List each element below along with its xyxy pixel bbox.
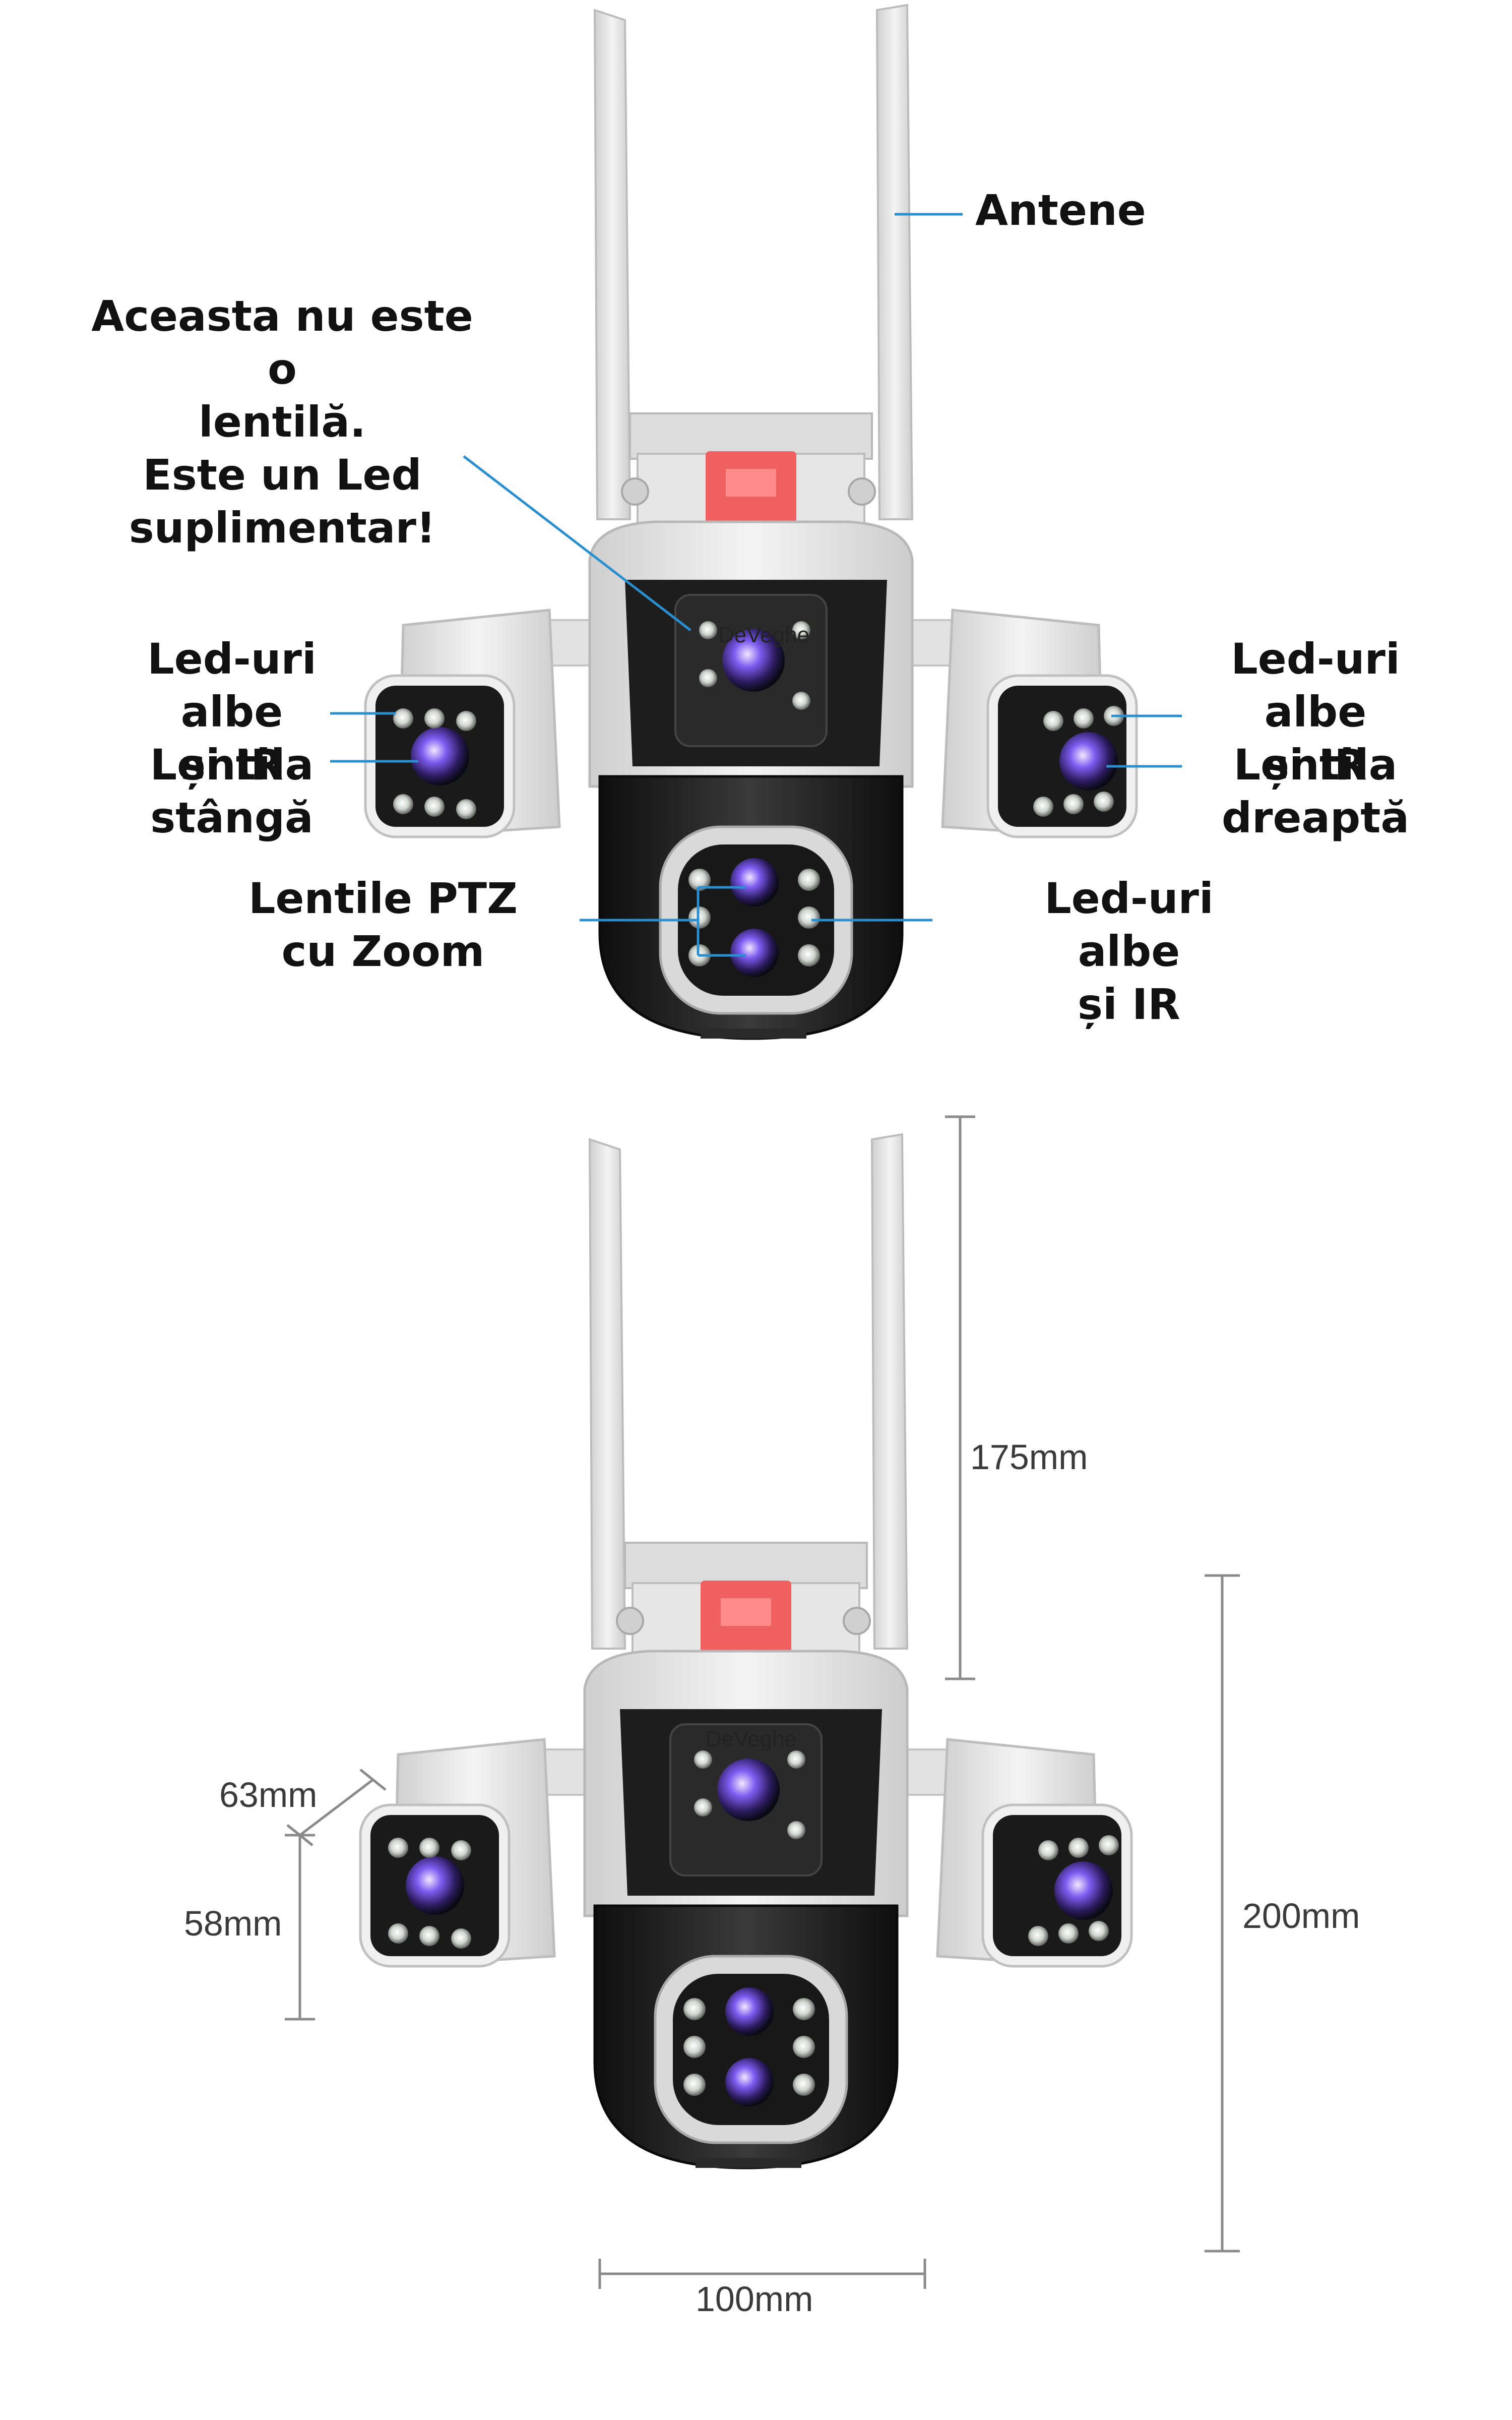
dim-antenna-height: 175mm bbox=[970, 1437, 1088, 1477]
callout-lines bbox=[330, 213, 1182, 957]
label-extra-led: Aceasta nu este o lentilă. Este un Led s… bbox=[91, 291, 473, 553]
dimension-lines bbox=[285, 1115, 1240, 2289]
watermark-top: DeVeghe bbox=[718, 623, 810, 647]
label-right-leds: Led-uri albe și IR bbox=[1231, 634, 1400, 790]
callout-extra-led-line bbox=[463, 455, 691, 631]
dim-side-cam-length: 63mm bbox=[219, 1775, 318, 1814]
label-ptz-leds: Led-uri albe și IR bbox=[1044, 874, 1214, 1029]
dim-body-height: 200mm bbox=[1242, 1896, 1360, 1935]
dim-body-width: 100mm bbox=[696, 2279, 813, 2319]
camera-bottom-illustration bbox=[360, 1134, 1131, 2168]
dim-side-cam-height: 58mm bbox=[184, 1904, 282, 1943]
label-antenna: Antene bbox=[975, 186, 1146, 235]
label-left-leds: Led-uri albe și IR bbox=[147, 634, 317, 790]
label-left-lens: Lentila stângă bbox=[150, 740, 314, 842]
label-right-lens: Lentila dreaptă bbox=[1221, 740, 1410, 842]
label-ptz-lenses: Lentile PTZ cu Zoom bbox=[248, 874, 518, 976]
watermark-bottom: DeVeghe bbox=[706, 1727, 797, 1751]
